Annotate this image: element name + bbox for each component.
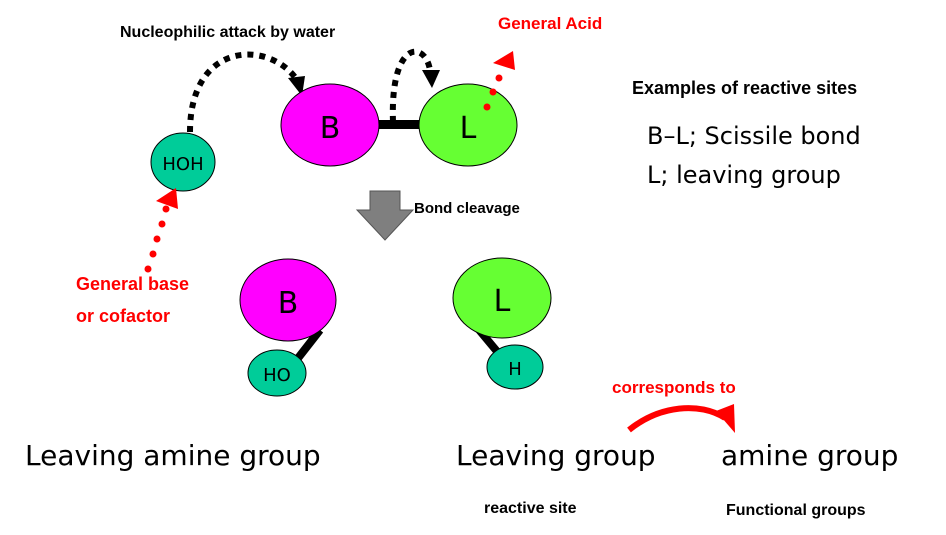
b-ho-bond: [291, 327, 324, 365]
bond-arrowhead-icon: [422, 70, 440, 88]
general-base-label-line2: or cofactor: [76, 306, 170, 326]
h-node-label: H: [508, 359, 522, 380]
general-acid-arrowhead-icon: [493, 51, 515, 70]
nucleophilic-arrowhead-icon: [288, 76, 305, 96]
base-dot: [162, 205, 170, 213]
b-node-top-label: B: [320, 111, 341, 146]
ho-node: [247, 349, 307, 397]
example-leaving-group: L; leaving group: [647, 161, 841, 189]
amine-group-label: amine group: [721, 439, 898, 472]
bond-to-leaving-arrow: [389, 48, 433, 123]
base-dot: [144, 265, 152, 273]
example-scissile-bond: B–L; Scissile bond: [647, 122, 861, 150]
bond-cleavage-arrow-icon: [355, 190, 415, 241]
acid-dot: [495, 74, 503, 82]
general-base-label-line1: General base: [76, 274, 189, 294]
b-node-bottom: [239, 258, 337, 342]
base-dot: [149, 250, 157, 258]
water-node: [150, 132, 216, 192]
l-node-top-label: L: [460, 111, 477, 146]
b-node-top: [280, 83, 380, 167]
functional-groups-label: Functional groups: [726, 502, 866, 519]
general-acid-label: General Acid: [498, 14, 602, 33]
l-node-top: [418, 83, 518, 167]
l-node-bottom: [452, 257, 552, 339]
water-node-label: HOH: [162, 154, 203, 175]
general-base-arrowhead-icon: [156, 188, 178, 209]
nucleophilic-attack-arrow: [187, 51, 300, 133]
b-node-bottom-label: B: [278, 286, 299, 321]
nucleophilic-attack-label: Nucleophilic attack by water: [120, 24, 335, 41]
leaving-amine-group-label: Leaving amine group: [25, 439, 321, 472]
reactive-site-label: reactive site: [484, 500, 577, 517]
bond-cleavage-label: Bond cleavage: [414, 200, 520, 217]
base-dot: [153, 235, 161, 243]
corresponds-to-label: corresponds to: [612, 378, 736, 397]
scissile-bond: [378, 120, 424, 129]
ho-node-label: HO: [263, 365, 291, 386]
acid-dot: [483, 103, 491, 111]
leaving-group-label: Leaving group: [456, 439, 656, 472]
corresponds-to-arrow: [627, 405, 727, 433]
base-dot: [158, 220, 166, 228]
corresponds-arrowhead-icon: [716, 404, 735, 433]
acid-dot: [489, 88, 497, 96]
l-node-bottom-label: L: [494, 284, 511, 319]
examples-heading: Examples of reactive sites: [632, 78, 857, 98]
h-node: [486, 344, 544, 390]
